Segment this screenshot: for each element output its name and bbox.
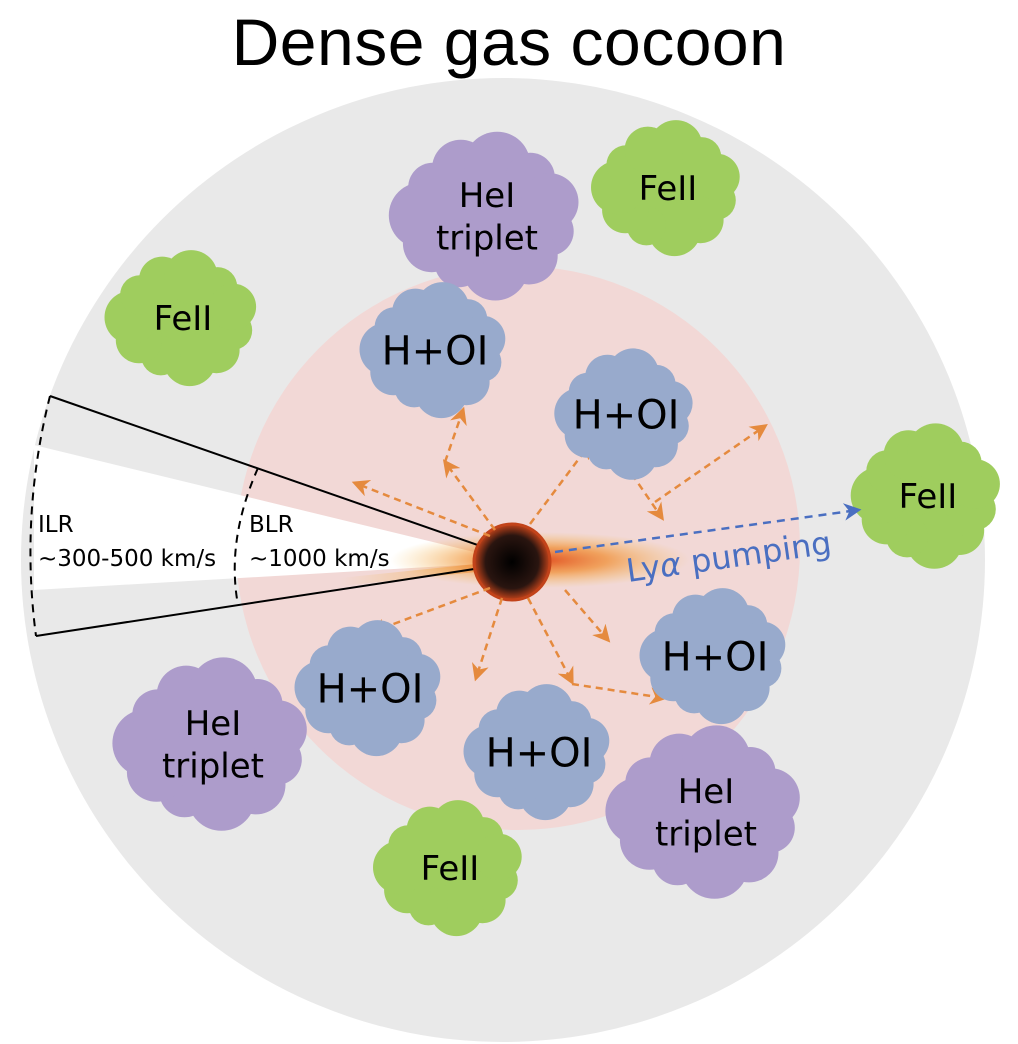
cloud-label: HeI xyxy=(678,772,735,812)
outflow-arrow xyxy=(351,479,491,538)
outflow-arrow xyxy=(654,424,768,504)
cone-edge-lower xyxy=(35,561,521,637)
hoi-cloud-left: H+OI xyxy=(294,620,441,757)
lya-alpha: α xyxy=(657,545,683,586)
cloud-label: H+OI xyxy=(382,328,489,374)
cloud-label: triplet xyxy=(655,815,757,855)
feii-cloud-bottom: FeII xyxy=(373,800,522,937)
outflow-arrow xyxy=(564,589,611,643)
outflow-arrow xyxy=(526,597,574,686)
ilr-boundary-arc xyxy=(29,395,51,637)
cloud-puff xyxy=(647,380,693,426)
cloud-label: FeII xyxy=(154,299,213,339)
cloud-label: HeI xyxy=(185,704,242,744)
cloud-puff xyxy=(393,653,441,700)
hoi-cloud-bottom: H+OI xyxy=(463,684,610,821)
cloud-label: H+OI xyxy=(662,634,769,680)
cloud-puff xyxy=(247,700,307,760)
outflow-arrows xyxy=(351,406,768,705)
cloud-label: H+OI xyxy=(317,666,424,712)
feii-cloud-top-left: FeII xyxy=(104,250,257,387)
cloud-puff xyxy=(950,459,1000,509)
cone-edge-upper xyxy=(49,395,516,559)
cloud-label: H+OI xyxy=(486,730,593,776)
outflow-arrow xyxy=(443,406,467,463)
outflow-arrow xyxy=(571,682,668,705)
cloud-layer: FeIIFeIIFeIIFeIIHeItripletHeItripletHeIt… xyxy=(104,120,1000,937)
outflow-arrow xyxy=(529,441,593,525)
outflow-arrow xyxy=(623,463,664,521)
feii-cloud-top-right: FeII xyxy=(591,120,740,257)
cloud-puff xyxy=(209,283,257,330)
blr-label: BLR xyxy=(249,512,294,538)
black-hole-core xyxy=(472,522,552,602)
hoi-cloud-upper-right: H+OI xyxy=(554,348,693,480)
cloud-label: FeII xyxy=(639,169,698,209)
cloud-puff xyxy=(520,173,579,231)
cloud-label: FeII xyxy=(899,477,958,517)
cloud-puff xyxy=(458,315,506,362)
cloud-puff xyxy=(475,833,522,880)
cloud-label: H+OI xyxy=(573,392,680,438)
lya-pumping-arrow xyxy=(554,503,862,554)
hoi-cloud-upper-left: H+OI xyxy=(359,282,506,419)
outflow-arrow xyxy=(472,597,504,682)
ilr-label: ILR xyxy=(38,512,74,538)
diagram-title: Dense gas cocoon xyxy=(231,5,787,79)
hoi-cloud-right: H+OI xyxy=(639,588,786,725)
cloud-puff xyxy=(738,621,786,668)
cloud-label: triplet xyxy=(162,747,264,787)
ilr-speed-label: ~300-500 km/s xyxy=(38,546,216,572)
feii-cloud-right: FeII xyxy=(850,423,1000,569)
cloud-label: FeII xyxy=(421,849,480,889)
outflow-arrow xyxy=(442,459,497,531)
blr-speed-label: ~1000 km/s xyxy=(249,546,390,572)
lya-prefix: Ly xyxy=(624,548,663,590)
blr-boundary-arc xyxy=(233,467,259,606)
cloud-puff xyxy=(693,153,740,200)
cloud-label: triplet xyxy=(436,219,538,259)
cloud-label: HeI xyxy=(459,176,516,216)
cloud-puff xyxy=(740,768,800,828)
cloud-puff xyxy=(562,717,610,764)
outflow-arrow xyxy=(368,586,491,636)
